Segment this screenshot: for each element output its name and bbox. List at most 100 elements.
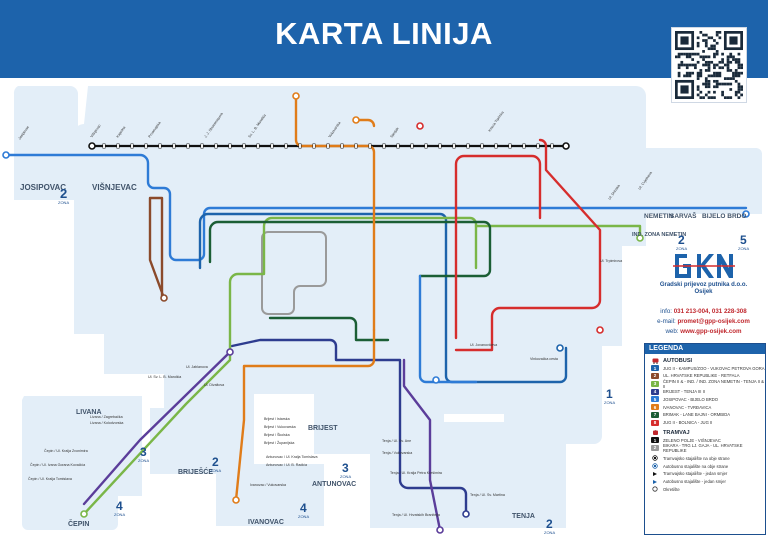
company-name-line1: Gradski prijevoz putnika d.o.o. [659, 282, 748, 288]
stop-label-tenja-0: Tenja / Ul. Sv. Ane [382, 439, 411, 443]
zone-num-livana: 3 [140, 445, 147, 459]
tram-line-label: ZELENO POLJE - VIŠNJEVAC [663, 437, 721, 443]
bus-one-icon [651, 479, 659, 485]
tram-stop-marker [270, 143, 274, 149]
stop-label-brijest-2: Brijest / Školska [264, 432, 290, 437]
bus-line-badge: 5 [651, 396, 659, 403]
bus-line-label: JUG II - BOLNICA - JUG II [663, 420, 713, 426]
zone-num-osijek: 1 [606, 387, 613, 401]
stop-label-brijest-4: Ivanovac / Vukovarska [250, 483, 286, 487]
bus-line-badge: 8 [651, 419, 659, 426]
page-title: KARTA LINIJA [275, 16, 493, 51]
legend-symbol-label: Autobusno stajalište - jedan smjer [663, 479, 726, 485]
zone-tag-ivanovac: ZONA [298, 514, 309, 519]
tram-stop-marker [312, 143, 316, 149]
email-link[interactable]: promet@gpp-osijek.com [677, 318, 750, 325]
bus-line-label: JOSIPOVAC - BIJELO BRDO [663, 396, 719, 402]
zone-labels: JOSIPOVAC 2 ZONA VIŠNJEVAC LIVANA 3 ZONA… [20, 183, 749, 535]
tram-stop-marker [242, 143, 246, 149]
zone-brijesce-bg [150, 408, 230, 474]
info-label: info: [660, 308, 672, 315]
contact-email[interactable]: e-mail: promet@gpp-osijek.com [641, 318, 766, 325]
zone-num-josipovac: 2 [60, 186, 67, 201]
legend-symbol-row: Autobusno stajalište - jedan smjer [651, 478, 765, 484]
tram-stop-marker [284, 143, 288, 149]
stop-label-brijest-5: Antunovac / Ul. Kralja Tomislava [266, 455, 317, 459]
legend-tram-heading: TRAMVAJ [651, 429, 765, 436]
qr-code-icon[interactable] [672, 28, 746, 102]
bus-line-6 [294, 94, 376, 332]
bus-line-7-b [268, 316, 390, 342]
legend-symbol-row: Autobusno stajalište na obje strane [651, 463, 765, 469]
bus-lines [4, 94, 748, 532]
zone-label-visnjevac: VIŠNJEVAC [92, 183, 137, 192]
info-value: 031 213-004, 031 228-308 [673, 308, 747, 315]
tram2-line [261, 231, 327, 315]
stop-label-brijest-0: Brijest / Istarska [264, 417, 290, 421]
bus-line-6-b [234, 328, 376, 502]
bus-line-7 [208, 220, 492, 278]
stop-label-south-3: Livana / Zagrebačka [90, 415, 123, 419]
stop-label-south-7: Ul. Divaltova [204, 383, 224, 387]
bus-line-4 [230, 338, 468, 516]
bus-line-label: JUG II - KAMPUS/ZOO - VUKOVAC PETROVA GO… [663, 365, 765, 371]
tram-stop-marker [102, 143, 106, 149]
tram-stop-marker [228, 143, 232, 149]
zone-label-brijest: BRIJEST [308, 425, 338, 432]
tram-line-label: BIKARA - TRG LJ. GAJA - UL. HRVATSKE REP… [663, 442, 743, 453]
stop-label-east-0: Ul. Trpimirova [600, 259, 622, 263]
tram-stop-marker [186, 143, 190, 149]
bus-line-badge: 3 [651, 380, 659, 387]
stop-label-tenja-2: Tenja / Ul. Kralja Petra Krešimira [390, 471, 442, 475]
tram-icon [651, 429, 659, 436]
zone-livana-bg [22, 396, 142, 530]
tram-stop-marker [438, 143, 442, 149]
terminus-markers [2, 92, 750, 534]
tram-line-badge: 1 [651, 437, 659, 444]
contact-web[interactable]: web: www.gpp-osijek.com [641, 328, 766, 335]
zone-num-tenja: 2 [546, 517, 553, 531]
tram-stop-marker [382, 143, 386, 149]
bus-line-badge: 4 [651, 388, 659, 395]
zone-num-brijesce: 2 [212, 455, 219, 469]
zone-label-ind-zona: IND. ZONA NEMETIN [632, 232, 686, 238]
bus-line-3-b [474, 224, 642, 238]
stop-label-south-6: Ul. Jablanova [186, 365, 208, 369]
zone-num-bijelo-brdo: 5 [740, 233, 747, 247]
tram-stop-marker [354, 143, 358, 149]
zone-label-ivanovac: IVANOVAC [248, 519, 284, 526]
web-label: web: [665, 328, 679, 335]
zone-tag-ind-zona: ZONA [676, 246, 687, 251]
bus-line-2 [148, 196, 166, 300]
tram-stop-marker [200, 143, 204, 149]
tram-stop-marker [536, 143, 540, 149]
stop-label-east-1: Ul. Jovanovićeva [470, 343, 497, 347]
bus-icon [651, 358, 659, 364]
zone-label-bijelo-brdo: BIJELO BRDO [702, 213, 746, 220]
stop-label-south-2: Čepin / Ul. Kralja Tomislava [28, 476, 72, 481]
legend-symbol-row: Okretište [651, 486, 765, 492]
tram-stop-marker [172, 143, 176, 149]
company-block: Gradski prijevoz putnika d.o.o. Osijek i… [641, 250, 766, 342]
bus-line-row: 8 JUG II - BOLNICA - JUG II [651, 419, 765, 426]
company-name: Gradski prijevoz putnika d.o.o. Osijek [641, 282, 766, 296]
legend-symbol-row: Tramvajsko stajalište na obje strane [651, 455, 765, 461]
legend-tram-heading-text: TRAMVAJ [663, 429, 690, 436]
contact-info: info: 031 213-004, 031 228-308 [641, 308, 766, 315]
web-link[interactable]: www.gpp-osijek.com [680, 328, 742, 335]
tram-stop-marker [410, 143, 414, 149]
tram-stop-marker [480, 143, 484, 149]
zone-tag-livana: ZONA [138, 458, 149, 463]
zone-tag-cepin: ZONA [114, 512, 125, 517]
tram-stop-marker [116, 143, 120, 149]
tram-stop-marker [396, 143, 400, 149]
bus-line-5-c [418, 274, 478, 384]
legend-symbol-label: Autobusno stajalište na obje strane [663, 463, 729, 469]
legend-symbol-label: Tramvajsko stajalište - jedan smjer [663, 471, 728, 477]
bus-line-row: 5 JOSIPOVAC - BIJELO BRDO [651, 396, 765, 403]
